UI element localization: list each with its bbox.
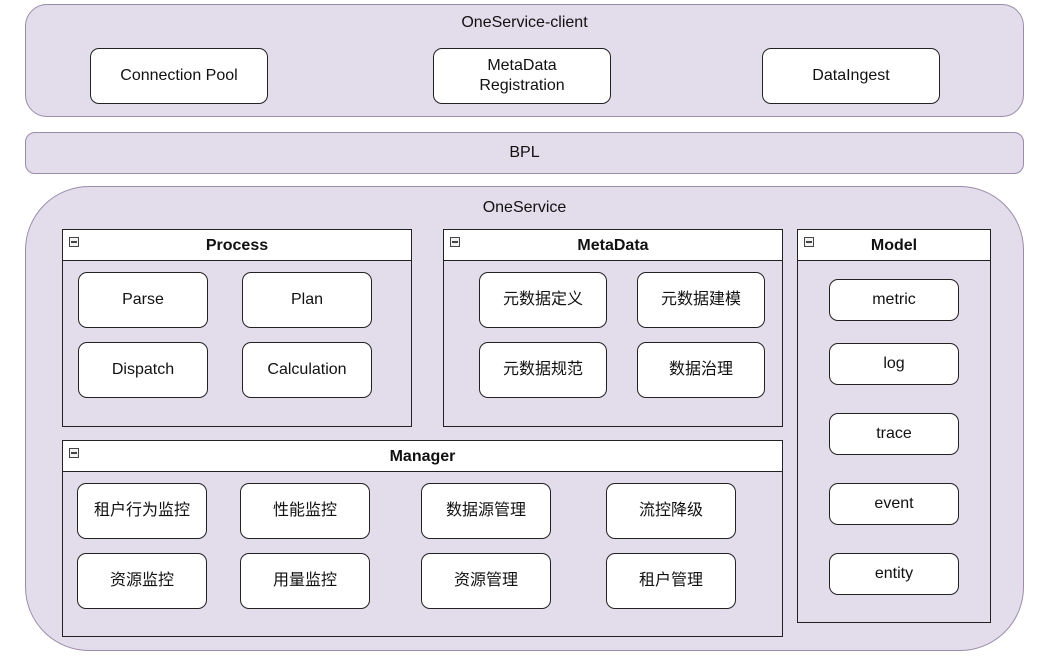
manager-title: Manager — [389, 448, 456, 465]
metadata-title: MetaData — [577, 237, 649, 254]
metadata-definition-box: 元数据定义 — [479, 272, 607, 328]
manager-panel-header — [63, 441, 782, 472]
model-panel: Model metric log trace event entity — [797, 229, 991, 623]
tenant-behavior-monitor-box: 租户行为监控 — [77, 483, 207, 539]
process-panel: Process Parse Plan Dispatch Calculation — [62, 229, 412, 427]
usage-monitor-box: 用量监控 — [240, 553, 370, 609]
collapse-icon[interactable] — [804, 237, 814, 247]
connection-pool-box: Connection Pool — [90, 48, 268, 104]
metadata-modeling-box: 元数据建模 — [637, 272, 765, 328]
tenant-management-box: 租户管理 — [606, 553, 736, 609]
metadata-panel-header — [444, 230, 782, 261]
data-governance-box: 数据治理 — [637, 342, 765, 398]
dispatch-box: Dispatch — [78, 342, 208, 398]
resource-management-box: 资源管理 — [421, 553, 551, 609]
bpl-layer: BPL — [25, 132, 1024, 174]
metadata-standard-box: 元数据规范 — [479, 342, 607, 398]
metric-box: metric — [829, 279, 959, 321]
parse-box: Parse — [78, 272, 208, 328]
calculation-box: Calculation — [242, 342, 372, 398]
oneservice-title: OneService — [482, 199, 567, 216]
manager-panel: Manager 租户行为监控 性能监控 数据源管理 流控降级 资源监控 用量监控… — [62, 440, 783, 637]
model-panel-header — [798, 230, 990, 261]
collapse-icon[interactable] — [69, 237, 79, 247]
flow-control-degrade-box: 流控降级 — [606, 483, 736, 539]
oneservice-client-title: OneService-client — [461, 14, 588, 31]
collapse-icon[interactable] — [450, 237, 460, 247]
datasource-management-box: 数据源管理 — [421, 483, 551, 539]
log-box: log — [829, 343, 959, 385]
entity-box: entity — [829, 553, 959, 595]
model-title: Model — [870, 237, 918, 254]
bpl-title: BPL — [509, 144, 540, 161]
plan-box: Plan — [242, 272, 372, 328]
metadata-panel: MetaData 元数据定义 元数据建模 元数据规范 数据治理 — [443, 229, 783, 427]
oneservice-client-layer: OneService-client Connection Pool MetaDa… — [25, 4, 1024, 117]
trace-box: trace — [829, 413, 959, 455]
collapse-icon[interactable] — [69, 448, 79, 458]
performance-monitor-box: 性能监控 — [240, 483, 370, 539]
process-title: Process — [205, 237, 269, 254]
process-panel-header — [63, 230, 411, 261]
resource-monitor-box: 资源监控 — [77, 553, 207, 609]
dataingest-box: DataIngest — [762, 48, 940, 104]
event-box: event — [829, 483, 959, 525]
metadata-registration-box: MetaData Registration — [433, 48, 611, 104]
